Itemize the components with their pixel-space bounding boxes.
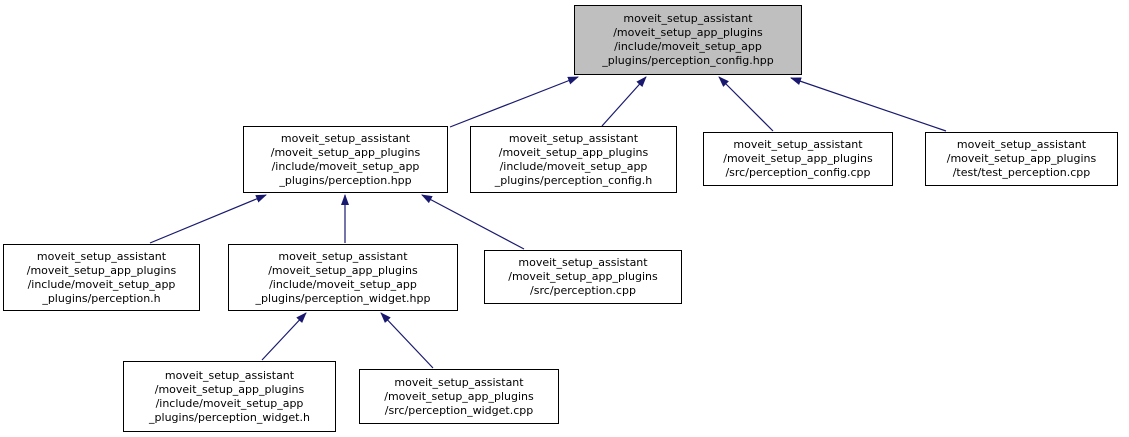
node-perception-config-hpp[interactable]: moveit_setup_assistant /moveit_setup_app… xyxy=(574,5,802,75)
node-perception-config-cpp[interactable]: moveit_setup_assistant /moveit_setup_app… xyxy=(703,132,893,186)
node-label: moveit_setup_assistant /moveit_setup_app… xyxy=(255,249,431,305)
edge-perception-widget-cpp-to-perception-widget-hpp xyxy=(380,312,434,369)
node-label: moveit_setup_assistant /moveit_setup_app… xyxy=(508,256,658,297)
node-label: moveit_setup_assistant /moveit_setup_app… xyxy=(384,375,534,417)
node-perception-config-h[interactable]: moveit_setup_assistant /moveit_setup_app… xyxy=(470,126,677,193)
node-perception-widget-h[interactable]: moveit_setup_assistant /moveit_setup_app… xyxy=(123,361,336,432)
edge-test-perception-cpp-to-perception-config-hpp xyxy=(790,77,947,132)
edge-perception-h-to-perception-hpp xyxy=(149,194,267,244)
node-label: moveit_setup_assistant /moveit_setup_app… xyxy=(26,249,177,305)
node-perception-h[interactable]: moveit_setup_assistant /moveit_setup_app… xyxy=(3,244,200,311)
edge-perception-cpp-to-perception-hpp xyxy=(421,194,525,250)
node-label: moveit_setup_assistant /moveit_setup_app… xyxy=(270,131,421,187)
edge-perception-config-cpp-to-perception-config-hpp xyxy=(718,76,774,132)
node-label: moveit_setup_assistant /moveit_setup_app… xyxy=(149,368,310,424)
node-perception-widget-cpp[interactable]: moveit_setup_assistant /moveit_setup_app… xyxy=(359,369,559,424)
edge-perception-config-h-to-perception-config-hpp xyxy=(601,76,647,127)
node-perception-cpp[interactable]: moveit_setup_assistant /moveit_setup_app… xyxy=(484,250,682,304)
node-perception-hpp[interactable]: moveit_setup_assistant /moveit_setup_app… xyxy=(243,126,448,193)
edge-perception-widget-h-to-perception-widget-hpp xyxy=(261,312,307,361)
node-label: moveit_setup_assistant /moveit_setup_app… xyxy=(602,12,774,67)
node-test-perception-cpp[interactable]: moveit_setup_assistant /moveit_setup_app… xyxy=(925,132,1118,186)
node-label: moveit_setup_assistant /moveit_setup_app… xyxy=(946,138,1097,179)
node-label: moveit_setup_assistant /moveit_setup_app… xyxy=(494,131,653,187)
node-label: moveit_setup_assistant /moveit_setup_app… xyxy=(723,138,873,179)
edge-perception-hpp-to-perception-config-hpp xyxy=(449,76,579,128)
node-perception-widget-hpp[interactable]: moveit_setup_assistant /moveit_setup_app… xyxy=(228,244,458,311)
